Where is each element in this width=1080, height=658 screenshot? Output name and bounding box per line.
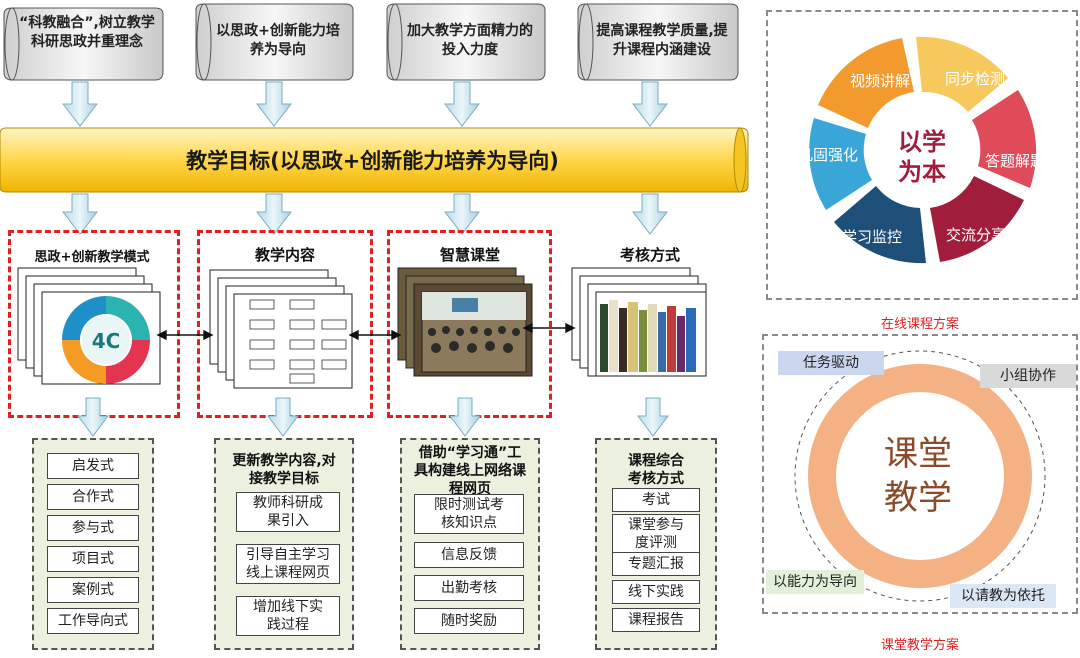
goal-banner	[0, 127, 749, 193]
segment-answer	[972, 90, 1037, 188]
scroll-text-1: “科教融合”,树立教学科研思政并重理念	[19, 15, 155, 50]
assess-item: 专题汇报	[612, 552, 700, 576]
segment-video	[818, 38, 914, 128]
4c-cards	[17, 267, 161, 385]
tag-group-collab: 小组协作	[980, 364, 1076, 388]
4c-center-label: 4C	[91, 329, 121, 353]
classroom-rings	[794, 350, 1046, 602]
scroll-text-2: 以思政+创新能力培养为导向	[216, 23, 340, 58]
banner-arrows	[61, 193, 669, 235]
assess-item: 线下实践	[612, 580, 700, 604]
smart-item: 限时测试考核知识点	[414, 494, 524, 534]
scroll-shapes	[3, 3, 739, 127]
online-plan-cycle	[809, 36, 1037, 264]
smart-classroom-photos	[397, 267, 533, 377]
segment-consolidate	[809, 118, 872, 210]
smart-item: 信息反馈	[414, 542, 524, 568]
segment-monitor	[834, 186, 926, 264]
assess-list-head: 课程综合考核方式	[628, 453, 684, 487]
mode-item: 项目式	[47, 546, 139, 572]
content-list-head: 更新教学内容,对接教学目标	[232, 453, 336, 487]
scroll-1	[3, 7, 164, 81]
mode-item: 案例式	[47, 577, 139, 603]
assess-item: 课程报告	[612, 608, 700, 632]
segment-label-share: 交流分享	[945, 226, 1006, 244]
online-plan-panel	[766, 10, 1078, 300]
online-plan-caption: 在线课程方案	[880, 317, 959, 332]
smart-item: 出勤考核	[414, 575, 524, 601]
segment-sync	[916, 36, 1008, 112]
segment-label-video: 视频讲解	[849, 72, 910, 90]
scroll-text-3: 加大教学方面精力的投入力度	[407, 23, 533, 58]
tag-task-driven: 任务驱动	[778, 351, 884, 375]
assess-item: 课堂参与度评测	[612, 514, 700, 554]
scroll-2	[195, 3, 354, 81]
tag-ability-oriented: 以能力为导向	[766, 570, 864, 594]
mode-item: 合作式	[47, 484, 139, 510]
content-item: 教师科研成果引入	[236, 492, 340, 532]
content-item: 增加线下实践过程	[236, 596, 340, 636]
lower-arrows	[77, 397, 669, 437]
goal-banner-text: 教学目标(以思政+创新能力培养为导向)	[186, 149, 559, 173]
section-images	[17, 267, 707, 389]
scroll-text-4: 提高课程教学质量,提升课程内涵建设	[596, 23, 728, 58]
segment-share	[930, 176, 1024, 262]
segment-label-sync: 同步检测	[944, 70, 1005, 88]
mode-item: 工作导向式	[47, 608, 139, 634]
smart-list-head: 借助“学习通”工具构建线上网络课程网页	[414, 445, 526, 497]
segment-label-answer: 答题解题	[984, 152, 1045, 170]
online-center-label: 以学为本	[898, 128, 946, 186]
scroll-4	[577, 3, 739, 81]
segment-label-consolidate: 巩固强化	[797, 146, 858, 164]
section-assess-title: 考核方式	[619, 246, 680, 264]
assess-item: 考试	[612, 488, 700, 512]
section-smart-title: 智慧课堂	[439, 246, 500, 264]
classroom-plan-panel	[762, 334, 1078, 614]
classroom-plan-caption: 课堂教学方案	[880, 638, 959, 653]
tag-consult-based: 以请教为依托	[950, 584, 1056, 608]
segment-label-monitor: 学习监控	[841, 228, 902, 246]
section-content-title: 教学内容	[254, 246, 315, 264]
section-mode-title: 思政+创新教学模式	[34, 250, 150, 265]
assess-books	[571, 267, 707, 377]
content-docs	[209, 269, 353, 389]
scroll-3	[386, 3, 546, 81]
classroom-center-label: 课堂教学	[884, 434, 952, 518]
content-item: 引导自主学习线上课程网页	[236, 544, 340, 584]
smart-item: 随时奖励	[414, 608, 524, 634]
mode-item: 启发式	[47, 453, 139, 479]
mode-item: 参与式	[47, 515, 139, 541]
